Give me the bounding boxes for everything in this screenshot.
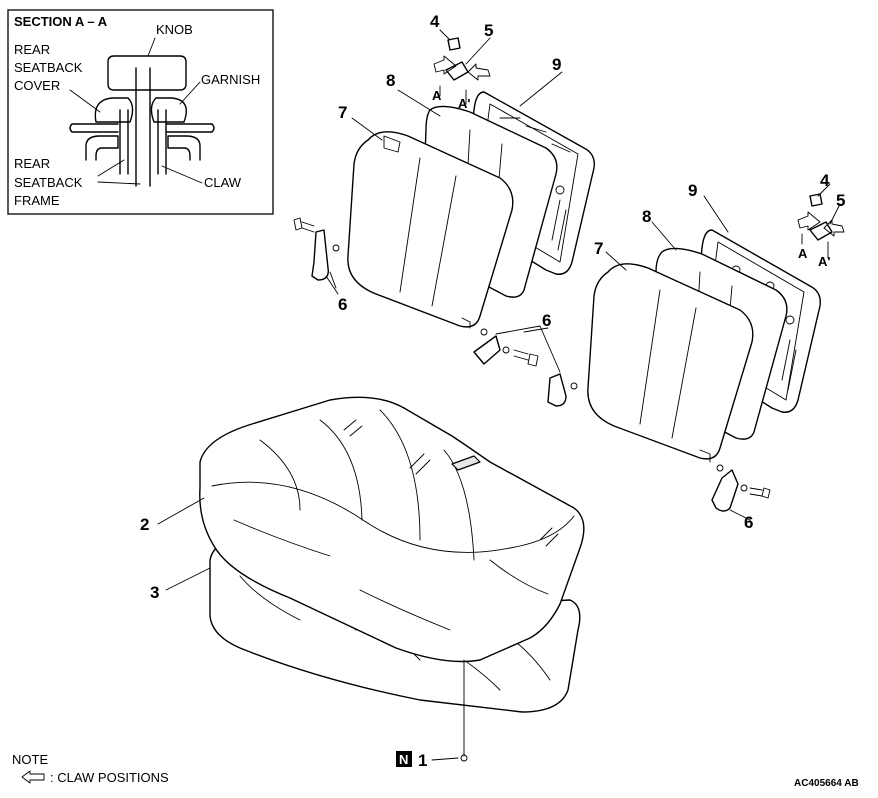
claw-label: CLAW bbox=[204, 175, 242, 190]
right-knob-4-claw-5 bbox=[797, 193, 845, 259]
garnish-label: GARNISH bbox=[201, 72, 260, 87]
callout-6-right: 6 bbox=[744, 513, 753, 532]
mark-a-prime-right: A' bbox=[818, 254, 830, 269]
callout-4-left: 4 bbox=[430, 12, 440, 31]
callout-7-right: 7 bbox=[594, 239, 603, 258]
right-bracket-6 bbox=[711, 464, 771, 512]
mark-a-prime-left: A' bbox=[458, 96, 470, 111]
seatback2-label: SEATBACK bbox=[14, 175, 83, 190]
frame-label: FRAME bbox=[14, 193, 60, 208]
clip-1 bbox=[460, 754, 468, 762]
callout-9-right: 9 bbox=[688, 181, 697, 200]
callout-7-left: 7 bbox=[338, 103, 347, 122]
callout-9-left: 9 bbox=[552, 55, 561, 74]
knob-stem bbox=[135, 67, 151, 187]
frame-right bbox=[167, 135, 201, 161]
claw-arrow-icon bbox=[21, 770, 45, 784]
callout-8-right: 8 bbox=[642, 207, 651, 226]
figure-code: AC405664 AB bbox=[794, 778, 859, 789]
rear2-label: REAR bbox=[14, 156, 50, 171]
callout-3: 3 bbox=[150, 583, 159, 602]
seat-cushion-2 bbox=[199, 396, 585, 663]
leader-lines bbox=[157, 29, 841, 761]
note-title: NOTE bbox=[12, 752, 48, 767]
left-knob-4-claw-5 bbox=[433, 37, 491, 105]
new-part-badge bbox=[396, 751, 412, 767]
right-seatback-cover-7 bbox=[587, 263, 754, 463]
callout-5-right: 5 bbox=[836, 191, 845, 210]
mark-a-left: A bbox=[432, 88, 442, 103]
badge-letter: N bbox=[399, 752, 408, 767]
garnish-right bbox=[150, 97, 187, 123]
section-title: SECTION A – A bbox=[14, 14, 108, 29]
cover-label: COVER bbox=[14, 78, 60, 93]
frame-left bbox=[85, 135, 119, 161]
seatback-label: SEATBACK bbox=[14, 60, 83, 75]
callout-6-center: 6 bbox=[542, 311, 551, 330]
callout-8-left: 8 bbox=[386, 71, 395, 90]
callout-4-right: 4 bbox=[820, 171, 830, 190]
callout-5-left: 5 bbox=[484, 21, 493, 40]
section-frame bbox=[7, 9, 274, 215]
left-bracket-6-upper bbox=[293, 217, 340, 289]
note-claw-positions: : CLAW POSITIONS bbox=[50, 770, 169, 785]
center-bracket-6 bbox=[473, 325, 578, 407]
mark-a-right: A bbox=[798, 246, 808, 261]
knob-shape bbox=[107, 55, 187, 91]
callout-6-upper: 6 bbox=[338, 295, 347, 314]
callout-2: 2 bbox=[140, 515, 149, 534]
left-seatback-cover-7 bbox=[347, 131, 514, 329]
garnish-left bbox=[94, 97, 134, 123]
callout-1: 1 bbox=[418, 751, 427, 770]
knob-label: KNOB bbox=[156, 22, 193, 37]
rear-label: REAR bbox=[14, 42, 50, 57]
section-inset: SECTION A – A KNOB REAR SEATBACK COVER G… bbox=[7, 9, 274, 215]
